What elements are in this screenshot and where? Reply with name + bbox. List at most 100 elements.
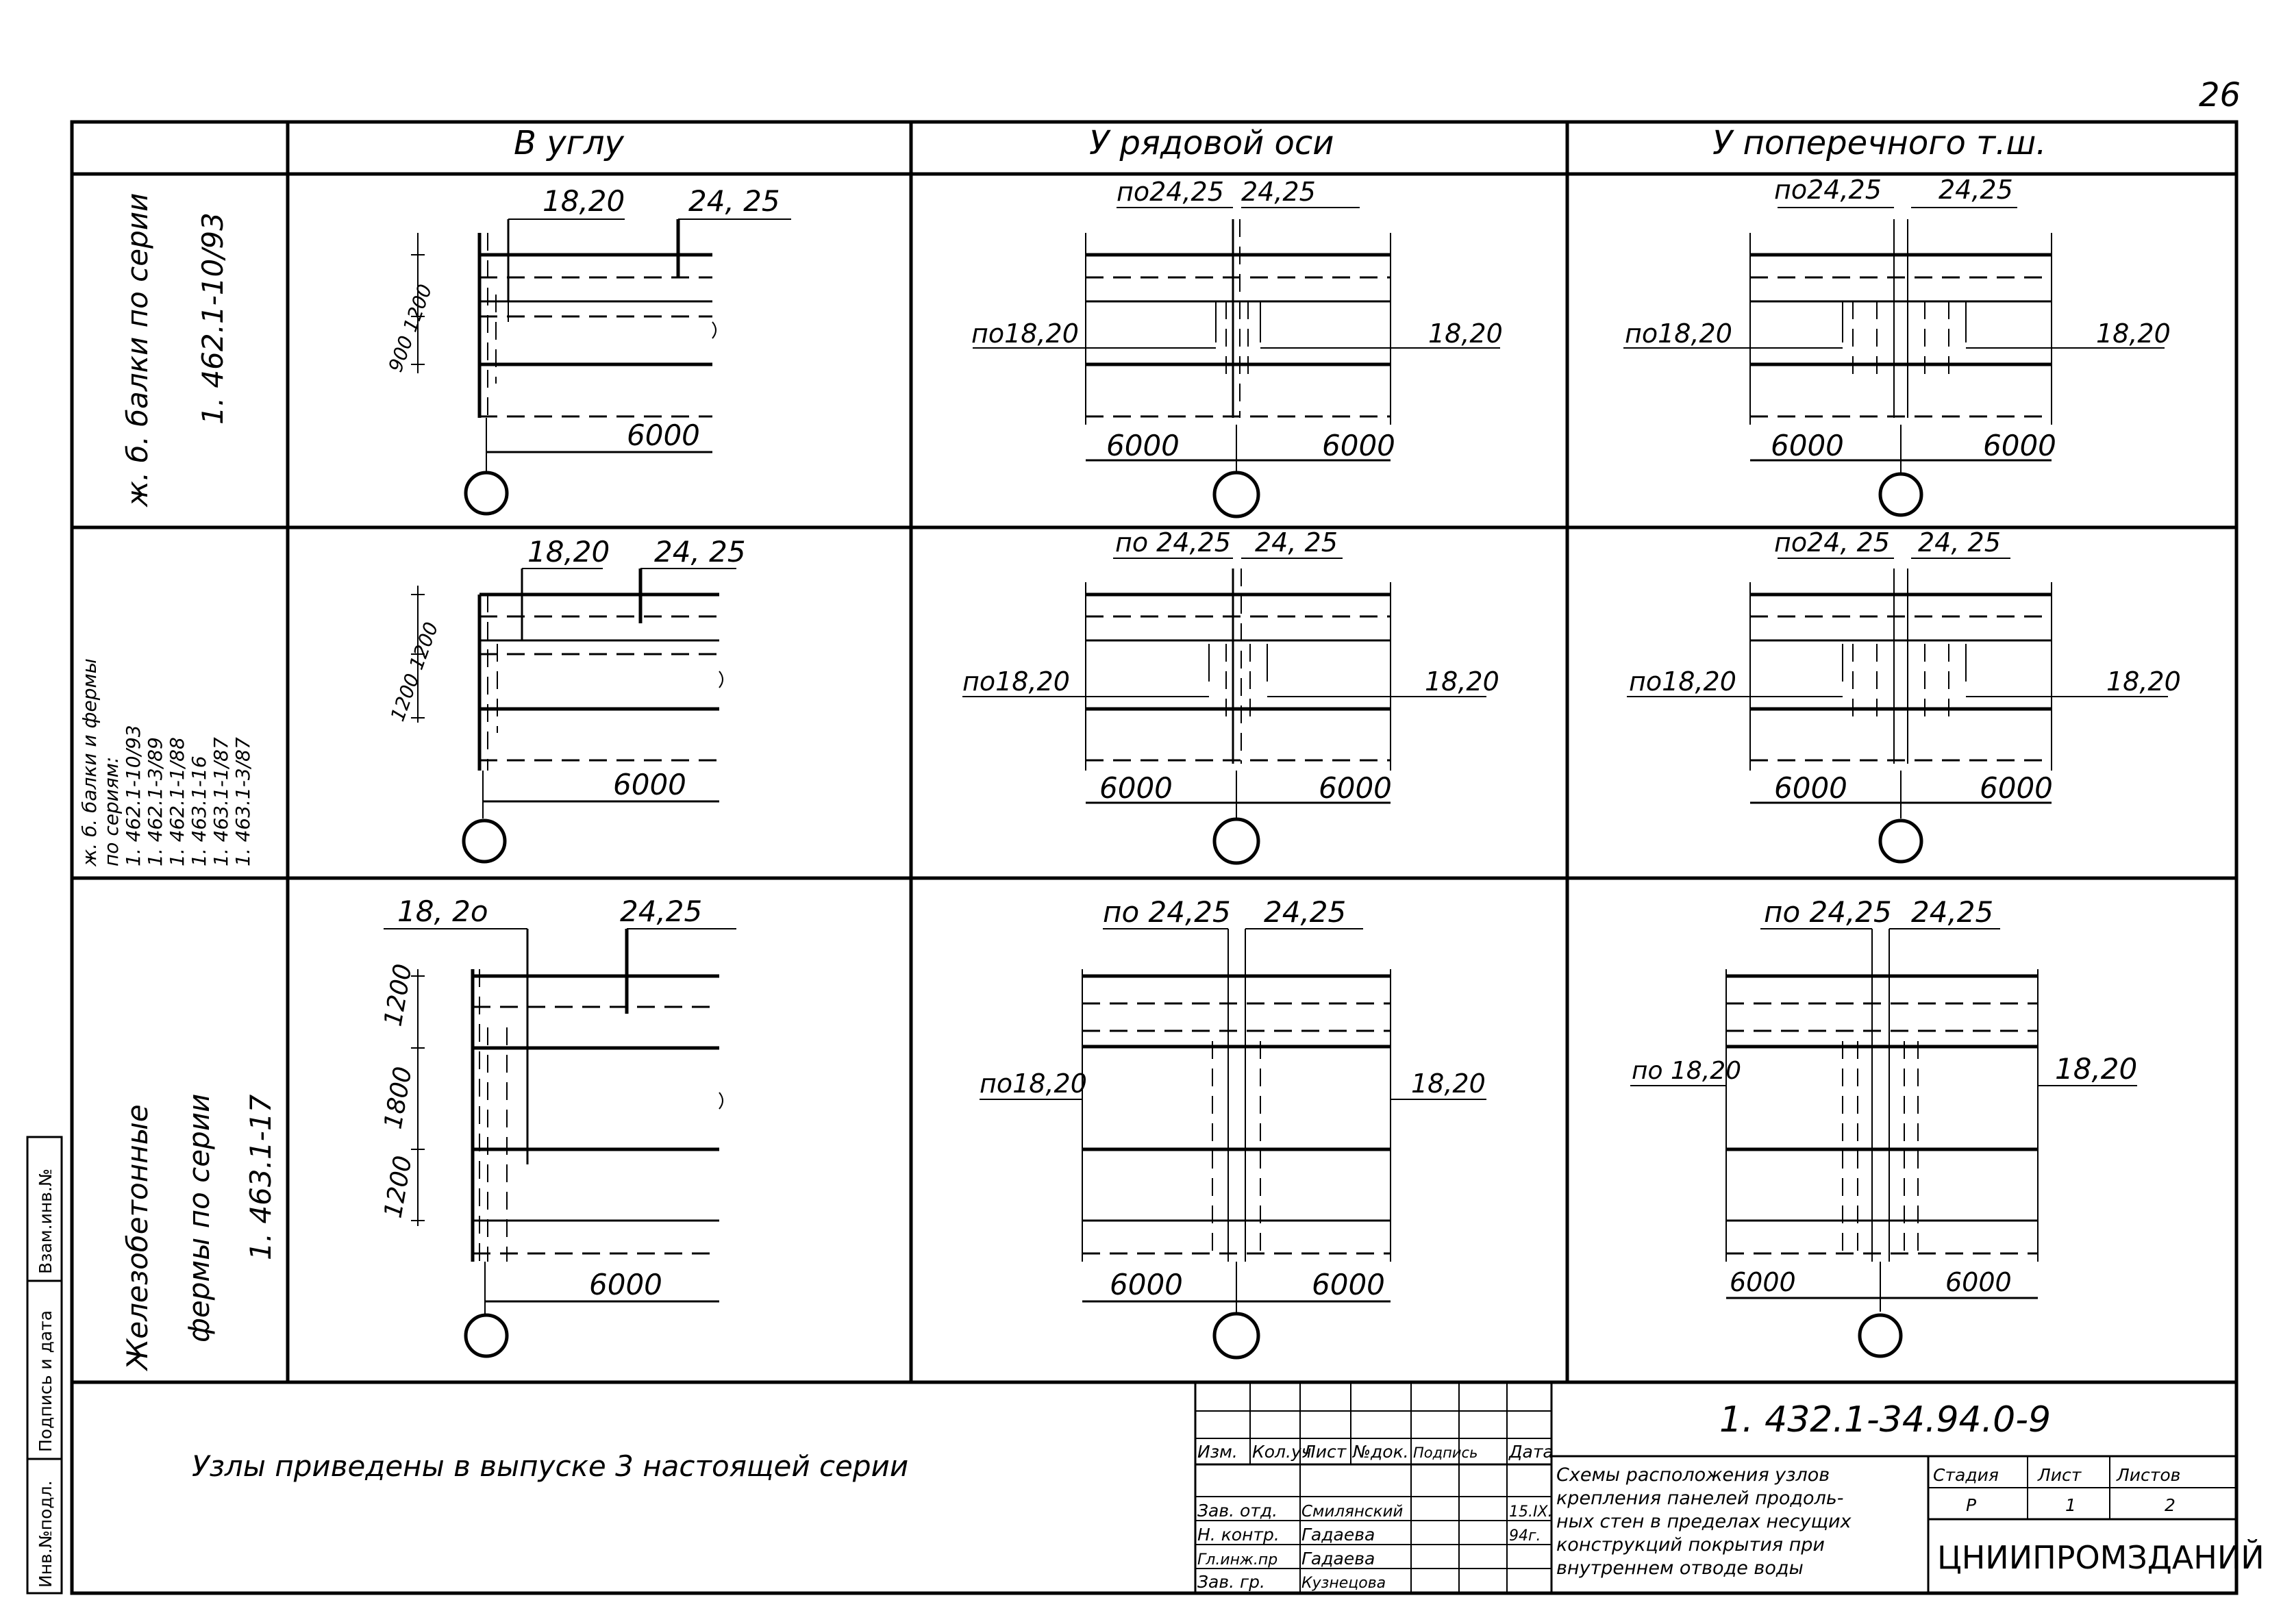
tb-desc-2: крепления панелей продоль- <box>1556 1488 1843 1509</box>
dim-r2-trans-top-right: 24, 25 <box>1918 527 2001 558</box>
svg-text:фермы по серии: фермы по серии <box>182 1094 216 1342</box>
tb-head-list: Лист <box>1302 1442 1347 1462</box>
svg-text:1. 463.1-1/87: 1. 463.1-1/87 <box>210 737 232 866</box>
schema-r3-transverse <box>1630 928 2137 1358</box>
dim-r1-axis-span-right: 6000 <box>1322 429 1395 462</box>
svg-text:Железобетонные: Железобетонные <box>121 1104 154 1372</box>
dim-r2-trans-span-right: 6000 <box>1980 771 2053 805</box>
doc-code: 1. 432.1-34.94.0-9 <box>1719 1399 2051 1440</box>
schema-r1-axis <box>973 207 1500 519</box>
dim-r2-axis-mid-left: по18,20 <box>962 666 1070 697</box>
tb-role-4: Зав. гр. <box>1197 1572 1265 1592</box>
svg-text:1. 463.1-3/87: 1. 463.1-3/87 <box>232 737 254 866</box>
dim-r2-trans-mid-left: по18,20 <box>1629 666 1736 697</box>
svg-text:1. 462.1-3/89: 1. 462.1-3/89 <box>144 737 166 866</box>
tb-desc-5: внутреннем отводе воды <box>1556 1558 1804 1579</box>
tb-role-3: Гл.инж.пр <box>1197 1551 1277 1569</box>
dim-r2-corner-vert: 1200 1200 <box>386 619 443 725</box>
svg-text:1. 463.1-17: 1. 463.1-17 <box>244 1094 277 1260</box>
dim-r3-trans-top-right: 24,25 <box>1911 895 1993 929</box>
schema-r3-axis <box>980 928 1486 1360</box>
svg-text:1. 462.1-10/93: 1. 462.1-10/93 <box>122 725 145 866</box>
tb-name-4: Кузнецова <box>1301 1575 1386 1592</box>
page-number: 26 <box>2199 76 2241 114</box>
tb-sheets-label: Листов <box>2116 1465 2180 1485</box>
row-label-3: Железобетонные фермы по серии 1. 463.1-1… <box>121 1094 277 1372</box>
svg-text:Подпись и дата: Подпись и дата <box>36 1310 55 1452</box>
column-header-transverse: У поперечного т.ш. <box>1712 124 2047 162</box>
dim-r2-axis-mid-right: 18,20 <box>1425 666 1499 697</box>
dim-r1-trans-top-right: 24,25 <box>1939 175 2013 205</box>
tb-name-1: Смилянский <box>1301 1503 1403 1521</box>
sheet-frame <box>70 120 2239 1595</box>
dim-r1-corner-vert: 900 1200 <box>384 282 437 375</box>
dim-r3-corner-v1: 1200 <box>379 962 417 1028</box>
tb-sheets: 2 <box>2165 1495 2176 1515</box>
svg-text:Инв.№подл.: Инв.№подл. <box>36 1480 55 1588</box>
schema-r2-corner <box>411 568 736 864</box>
svg-text:1. 462.1-10/93: 1. 462.1-10/93 <box>196 212 229 425</box>
dim-r2-axis-top-left: по 24,25 <box>1115 527 1231 558</box>
title-block <box>1194 1382 2236 1593</box>
dim-r3-corner-v3: 1200 <box>379 1153 417 1220</box>
tb-date-1: 15.IX. <box>1509 1503 1553 1521</box>
dim-r3-axis-mid-right: 18,20 <box>1411 1069 1486 1099</box>
side-stamp: Взам.инв.№ Подпись и дата Инв.№подл. <box>26 1136 63 1595</box>
dim-r1-axis-top-right: 24,25 <box>1241 177 1316 207</box>
dim-r3-trans-mid-right: 18,20 <box>2055 1052 2137 1086</box>
dim-r3-trans-mid-left: по 18,20 <box>1632 1057 1741 1085</box>
svg-text:Взам.инв.№: Взам.инв.№ <box>36 1169 55 1274</box>
schema-r1-corner <box>411 218 791 516</box>
dim-r3-corner-left: 18, 2о <box>397 895 488 928</box>
dim-r1-axis-span-left: 6000 <box>1106 429 1180 462</box>
dim-r1-axis-mid-right: 18,20 <box>1428 318 1503 349</box>
dim-r3-trans-top-left: по 24,25 <box>1764 895 1892 929</box>
tb-head-koluch: Кол.уч <box>1252 1442 1312 1462</box>
dim-r1-trans-span-left: 6000 <box>1771 429 1844 462</box>
tb-head-izm: Изм. <box>1197 1442 1238 1462</box>
dim-r1-trans-top-left: по24,25 <box>1774 175 1882 205</box>
dim-r2-axis-span-right: 6000 <box>1319 771 1392 805</box>
dim-r1-trans-span-right: 6000 <box>1983 429 2056 462</box>
tb-head-data: Дата <box>1508 1442 1554 1462</box>
svg-text:ж. б. балки по серии: ж. б. балки по серии <box>121 193 154 508</box>
dim-r2-corner-span: 6000 <box>613 768 686 801</box>
row-label-2: ж. б. балки и фермы по сериям: 1. 462.1-… <box>78 658 254 867</box>
dim-r2-trans-span-left: 6000 <box>1774 771 1847 805</box>
tb-desc-3: ных стен в пределах несущих <box>1556 1511 1852 1532</box>
dim-r3-corner-span: 6000 <box>589 1268 662 1301</box>
dim-r2-corner-left: 18,20 <box>527 535 610 569</box>
schema-r1-transverse <box>1623 207 2165 517</box>
svg-text:ж. б. балки и фермы: ж. б. балки и фермы <box>78 658 101 867</box>
tb-sheet-label: Лист <box>2037 1465 2082 1485</box>
tb-name-3: Гадаева <box>1301 1549 1375 1569</box>
dim-r2-corner-right: 24, 25 <box>654 535 746 569</box>
dim-r2-trans-top-left: по24, 25 <box>1774 527 1890 558</box>
note-text: Узлы приведены в выпуске 3 настоящей сер… <box>192 1449 908 1483</box>
dim-r1-trans-mid-right: 18,20 <box>2096 318 2171 349</box>
tb-date-2: 94г. <box>1509 1527 1541 1545</box>
svg-text:1800: 1800 <box>379 1064 417 1131</box>
tb-desc-4: конструкций покрытия при <box>1556 1534 1825 1556</box>
dim-r2-axis-span-left: 6000 <box>1099 771 1173 805</box>
dim-r3-axis-top-right: 24,25 <box>1264 895 1346 929</box>
tb-stage-label: Стадия <box>1933 1465 1999 1485</box>
svg-text:1. 462.1-1/88: 1. 462.1-1/88 <box>166 737 188 866</box>
tb-head-podpis: Подпись <box>1413 1445 1478 1461</box>
dim-r3-axis-mid-left: по18,20 <box>980 1069 1087 1099</box>
dim-r2-trans-mid-right: 18,20 <box>2106 666 2181 697</box>
dim-r1-corner-left: 18,20 <box>543 184 625 218</box>
schema-r3-corner <box>384 928 736 1358</box>
dim-r1-axis-top-left: по24,25 <box>1117 177 1224 207</box>
svg-text:1200 1200: 1200 1200 <box>386 619 443 725</box>
svg-text:1200: 1200 <box>379 1153 417 1220</box>
svg-text:900 1200: 900 1200 <box>384 282 437 375</box>
column-header-row-axis: У рядовой оси <box>1089 124 1334 162</box>
tb-role-1: Зав. отд. <box>1197 1501 1277 1521</box>
dim-r3-axis-top-left: по 24,25 <box>1103 895 1231 929</box>
schema-r2-transverse <box>1627 558 2168 864</box>
dim-r3-axis-span-right: 6000 <box>1312 1268 1385 1301</box>
schema-r2-axis <box>962 558 1486 865</box>
dim-r3-corner-v2: 1800 <box>379 1064 417 1131</box>
dim-r1-axis-mid-left: по18,20 <box>971 318 1079 349</box>
